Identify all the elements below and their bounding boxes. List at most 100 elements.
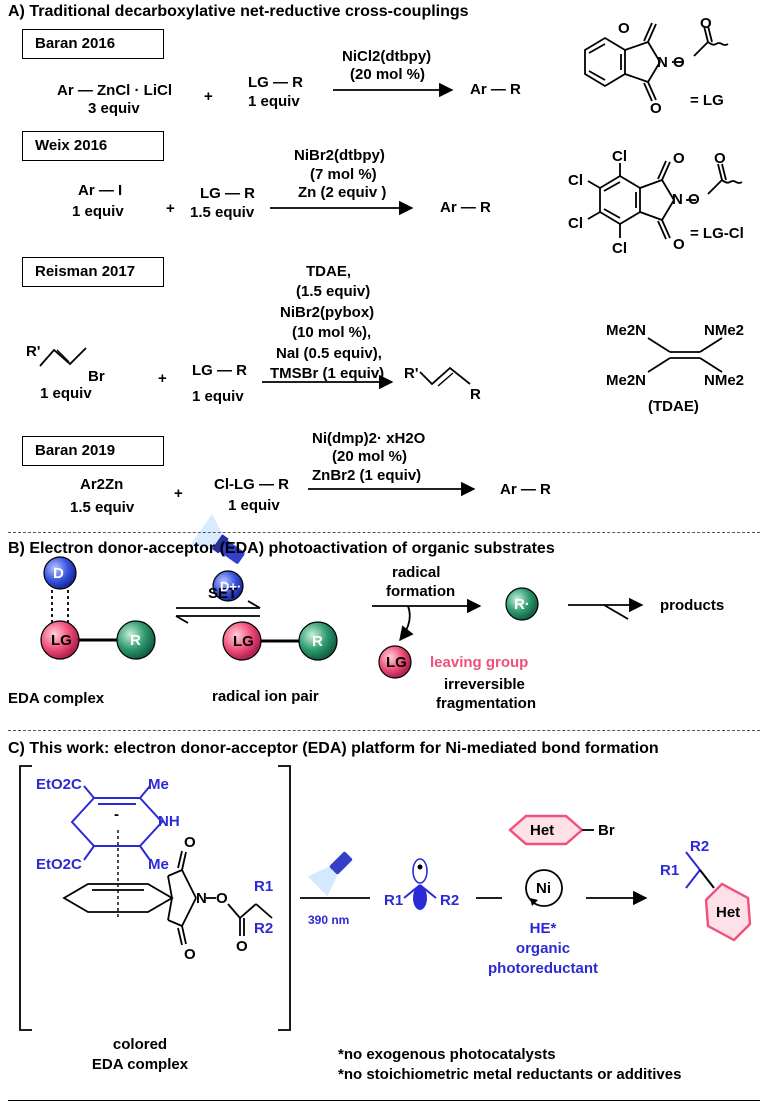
atom-label: O <box>688 191 700 208</box>
chloro-label: Cl <box>612 240 627 257</box>
ester-group: EtO2C <box>36 856 82 873</box>
section-divider <box>8 730 760 731</box>
lg-label: LG <box>51 632 72 649</box>
hv-label: hν <box>243 550 258 564</box>
methyl-group: Me <box>148 856 169 873</box>
footnote: *no stoichiometric metal reductants or a… <box>338 1066 682 1083</box>
ref-label: Weix 2016 <box>35 137 108 154</box>
condition: Ni(dmp)2· xH2O <box>312 430 426 447</box>
lg-label: LG <box>386 654 407 671</box>
partner: LG — R <box>192 362 247 379</box>
bottom-rule <box>8 1100 760 1101</box>
nh-group: NH <box>158 813 180 830</box>
lg-definition: = LG <box>690 92 724 109</box>
r-radical-label: R· <box>514 596 530 613</box>
product-het-label: Het <box>716 904 741 921</box>
product: Ar — R <box>500 481 551 498</box>
label-box-baran2016: Baran 2016 <box>22 29 164 59</box>
lg-anion-sphere <box>222 621 262 661</box>
plus-sign: + <box>158 370 167 387</box>
product-r: R' <box>404 365 419 382</box>
lg-anion-label: LG <box>233 633 254 650</box>
equilibrium-arrows <box>175 600 261 624</box>
ref-label: Baran 2016 <box>35 35 116 52</box>
he-label: HE* <box>529 920 557 937</box>
ni-label: Ni <box>536 880 551 897</box>
r-label: R <box>130 632 141 649</box>
atom-label: O <box>184 834 196 851</box>
vinyl-bromide-structure <box>39 347 87 367</box>
eda-complex-caption: EDA complex <box>91 1056 189 1073</box>
chloro-label: Cl <box>612 148 627 165</box>
tdae-structure <box>647 337 723 373</box>
condition: (20 mol %) <box>350 66 426 83</box>
tetrachlorophthalimide-structure <box>587 160 743 240</box>
reagent-br: Br <box>88 368 105 385</box>
ref-label: Reisman 2017 <box>35 263 136 280</box>
section-divider <box>8 532 760 533</box>
reagent-equiv: 3 equiv <box>88 100 140 117</box>
leaving-group-caption: leaving group <box>430 654 529 671</box>
product-structure <box>685 851 752 942</box>
het-label: Het <box>530 822 555 839</box>
product: Ar — R <box>440 199 491 216</box>
lg-cl-definition: = LG-Cl <box>690 225 744 242</box>
donor-label: D <box>53 565 64 582</box>
donor-cation-sphere <box>212 570 244 602</box>
reagent: Ar — I <box>78 182 123 199</box>
chloro-label: Cl <box>568 215 583 232</box>
reagent: Ar — ZnCl · LiCl <box>57 82 172 99</box>
donor-cation-label: D+· <box>220 579 242 594</box>
tdae-group: Me2N <box>606 322 647 339</box>
condition: TMSBr (1 equiv) <box>270 365 385 382</box>
tdae-label: (TDAE) <box>648 398 699 415</box>
condition: (7 mol %) <box>310 166 377 183</box>
atom-label: O <box>673 150 685 167</box>
condition: NiBr2(dtbpy) <box>294 147 385 164</box>
photoreductant-label: photoreductant <box>488 960 598 977</box>
condition: TDAE, <box>306 263 351 280</box>
reagent-r: R' <box>26 343 41 360</box>
product-r1: R1 <box>660 862 680 879</box>
label-box-weix2016: Weix 2016 <box>22 131 164 161</box>
condition: NiBr2(pybox) <box>280 304 375 321</box>
heteroaryl-bromide-structure <box>508 814 594 846</box>
section-c-title: C) This work: electron donor-acceptor (E… <box>8 740 659 757</box>
partner: LG — R <box>248 74 303 91</box>
flashlight-icon <box>189 513 245 564</box>
plus-sign: + <box>166 200 175 217</box>
atom-label: O <box>700 15 712 32</box>
irreversible-caption: irreversible <box>444 676 525 693</box>
reagent: Ar2Zn <box>80 476 124 493</box>
radical-label: radical <box>392 564 441 581</box>
condition: (1.5 equiv) <box>296 283 371 300</box>
atom-label: O <box>673 54 685 71</box>
r-label: R <box>312 633 323 650</box>
bromide-label: Br <box>598 822 615 839</box>
radical-r2: R2 <box>440 892 460 909</box>
atom-label: O <box>184 946 196 963</box>
atom-label: O <box>618 20 630 37</box>
fragmentation-caption: fragmentation <box>436 695 537 712</box>
organic-label: organic <box>515 940 571 957</box>
lamp-icon <box>307 851 353 897</box>
products-label: products <box>660 597 725 614</box>
section-b-title: B) Electron donor-acceptor (EDA) photoac… <box>8 540 555 557</box>
alkyl-radical-structure <box>403 858 437 910</box>
atom-label: O <box>673 236 685 253</box>
atom-label: O <box>236 938 248 955</box>
ref-label: Baran 2019 <box>35 442 116 459</box>
reagent-equiv: 1 equiv <box>72 203 124 220</box>
condition: ZnBr2 (1 equiv) <box>312 467 422 484</box>
atom-label: N <box>657 54 668 71</box>
tdae-group: NMe2 <box>704 372 745 389</box>
atom-label: O <box>216 890 228 907</box>
condition: NaI (0.5 equiv), <box>276 345 382 362</box>
r-sphere <box>116 620 156 660</box>
partner-equiv: 1 equiv <box>228 497 280 514</box>
label-box-baran2019: Baran 2019 <box>22 436 164 466</box>
anion-charge: - <box>114 806 119 823</box>
ester-group: EtO2C <box>36 776 82 793</box>
section-a-title: A) Traditional decarboxylative net-reduc… <box>8 3 469 20</box>
